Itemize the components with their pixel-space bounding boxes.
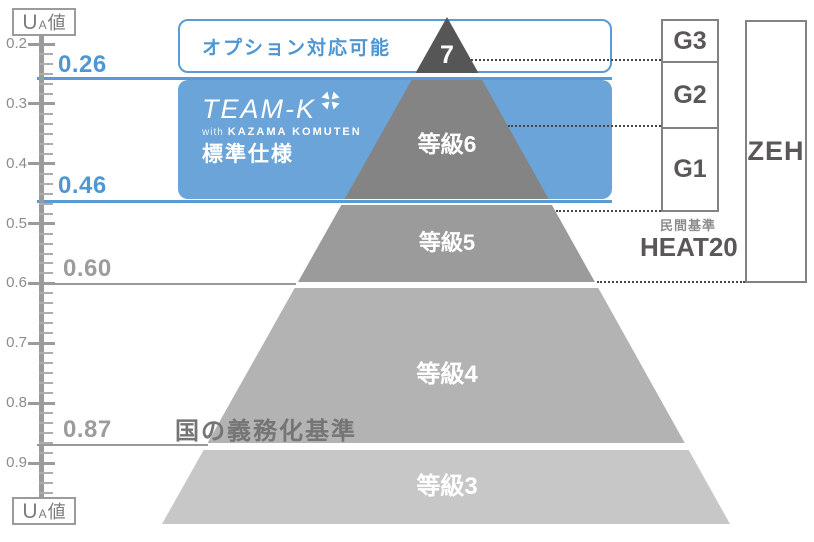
dotted-line-g2-g1 <box>508 125 661 127</box>
axis-tick-major <box>28 281 55 285</box>
axis-tick-major <box>28 341 55 345</box>
axis-tick-minor <box>39 192 53 195</box>
heat20-caption-small: 民間基準 <box>659 218 716 233</box>
option-box-label: オプション対応可能 <box>202 37 392 59</box>
axis-tick-minor <box>39 202 53 205</box>
axis-tick-minor <box>39 422 53 425</box>
axis-tick-minor <box>39 452 53 455</box>
axis-tick-label: 0.3 <box>6 94 27 112</box>
line-026 <box>37 76 612 80</box>
pinwheel-icon <box>321 91 340 110</box>
marker-value-060: 0.60 <box>63 255 112 282</box>
axis-tick-minor <box>39 52 53 55</box>
axis-tick-minor <box>39 262 53 265</box>
axis-tick-minor <box>39 482 53 484</box>
axis-tick-minor <box>39 252 53 255</box>
pyramid-label-grade3: 等級3 <box>416 473 478 500</box>
axis-tick-minor <box>39 182 53 185</box>
brand-with-text: with <box>202 127 224 138</box>
line-060 <box>37 283 296 285</box>
axis-tick-minor <box>39 82 53 85</box>
brand-spec-label: 標準仕様 <box>202 143 294 166</box>
axis-tick-label: 0.5 <box>6 214 27 232</box>
heat20-grade-g2: G2 <box>663 63 717 129</box>
axis-tick-minor <box>39 242 53 245</box>
pyramid-section-grade6 <box>344 80 549 199</box>
pyramid-section-grade5 <box>298 205 595 282</box>
axis-tick-label: 0.9 <box>6 454 27 472</box>
heat20-caption: HEAT20 <box>640 232 738 262</box>
axis-tick-major <box>28 162 55 166</box>
axis-tick-minor <box>39 492 53 494</box>
axis-tick-major <box>28 461 55 465</box>
axis-tick-minor <box>39 112 53 115</box>
dotted-line-g1-bottom <box>556 210 661 212</box>
axis-tick-minor <box>39 322 53 325</box>
axis-tick-minor <box>39 432 53 435</box>
axis-tick-minor <box>39 412 53 415</box>
axis-tick-label: 0.2 <box>6 35 27 52</box>
pyramid-section-grade4 <box>207 288 685 443</box>
axis-tick-minor <box>39 142 53 145</box>
dotted-line-zeh-bottom <box>597 281 745 283</box>
axis-tick-minor <box>39 212 53 215</box>
brand-company-text: KAZAMA KOMUTEN <box>227 126 362 138</box>
axis-tick-label: 0.8 <box>6 394 27 412</box>
line-087 <box>37 444 208 446</box>
line-046 <box>37 200 612 203</box>
axis-tick-minor <box>39 372 53 375</box>
marker-value-087: 0.87 <box>63 416 112 443</box>
heat20-grade-g3: G3 <box>663 21 717 63</box>
heat20-grade-g1: G1 <box>673 155 707 183</box>
zeh-box: ZEH <box>745 20 807 283</box>
axis-tick-minor <box>39 442 53 445</box>
axis-tick-minor <box>39 132 53 135</box>
axis-tick-minor <box>39 392 53 395</box>
axis-tick-major <box>28 222 55 226</box>
axis-tick-label: 0.7 <box>6 334 27 352</box>
axis-tick-major <box>28 42 55 46</box>
axis-tick-label: 0.6 <box>6 274 27 292</box>
axis-tick-minor <box>39 232 53 235</box>
heat20-grade-box: G3 G2 G1 <box>661 19 719 212</box>
pyramid-label-grade4: 等級4 <box>416 361 478 388</box>
marker-value-026: 0.26 <box>58 51 107 78</box>
axis-bar <box>39 34 44 497</box>
axis-tick-minor <box>39 272 53 275</box>
brand-logo-text: TEAM-K <box>202 94 317 124</box>
mandate-label: 国の義務化基準 <box>175 418 357 445</box>
axis-tick-minor <box>39 152 53 155</box>
pyramid-label-grade7: 7 <box>440 41 454 69</box>
axis-tick-minor <box>39 362 53 365</box>
marker-value-046: 0.46 <box>58 172 107 199</box>
axis-tick-minor <box>39 292 53 295</box>
axis-tick-minor <box>39 352 53 355</box>
pyramid-section-grade7 <box>415 17 479 73</box>
pyramid-label-grade5: 等級5 <box>418 230 476 255</box>
axis-tick-minor <box>39 382 53 385</box>
axis-tick-minor <box>39 122 53 125</box>
axis-tick-minor <box>39 62 53 65</box>
pyramid-label-grade6: 等級6 <box>417 131 477 157</box>
zeh-label: ZEH <box>747 136 805 166</box>
dotted-line-g3-g2 <box>471 59 661 61</box>
axis-tick-minor <box>39 312 53 315</box>
axis-tick-minor <box>39 472 53 474</box>
axis-tick-minor <box>39 172 53 175</box>
axis-tick-minor <box>39 92 53 95</box>
axis-tick-minor <box>39 332 53 335</box>
pyramid-section-grade3 <box>162 450 730 524</box>
axis-tick-major <box>28 401 55 405</box>
axis-tick-minor <box>39 302 53 305</box>
axis-tick-minor <box>39 72 53 75</box>
axis-tick-label: 0.4 <box>6 154 27 172</box>
option-box: オプション対応可能 <box>178 19 612 73</box>
axis-tick-major <box>28 102 55 106</box>
